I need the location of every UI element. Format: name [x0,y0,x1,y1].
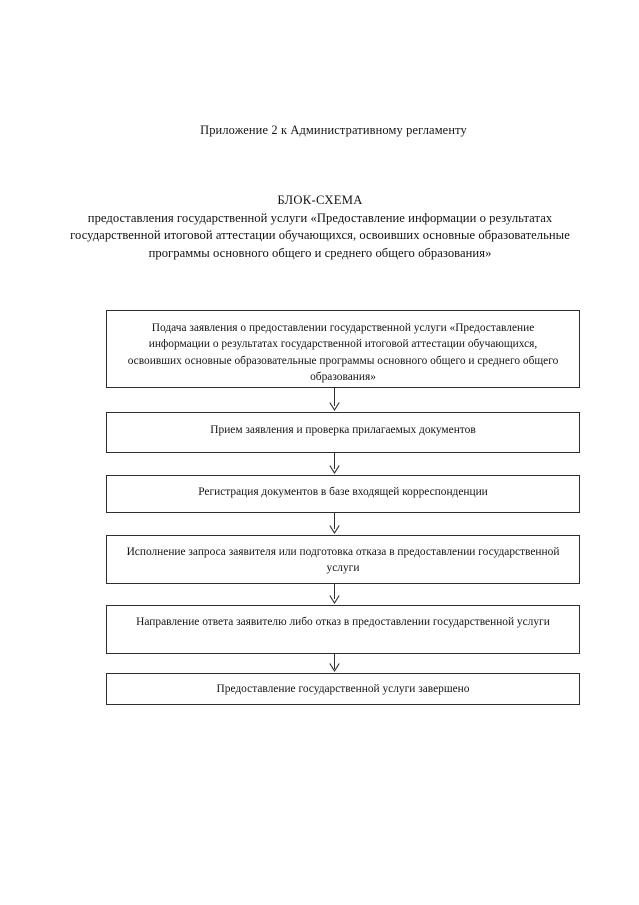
flowchart-node-5: Направление ответа заявителю либо отказ … [106,605,580,654]
flowchart-node-label: Предоставление государственной услуги за… [216,683,470,695]
flowchart-node-3: Регистрация документов в базе входящей к… [106,475,580,513]
flowchart-node-label: Прием заявления и проверка прилагаемых д… [210,424,476,436]
flowchart-node-label: Регистрация документов в базе входящей к… [198,486,488,498]
flowchart-node-1: Подача заявления о предоставлении госуда… [106,310,580,388]
flowchart-node-label: Подача заявления о предоставлении госуда… [127,322,559,384]
flowchart-connector-2 [334,453,335,469]
flowchart-node-6: Предоставление государственной услуги за… [106,673,580,705]
flowchart-node-label: Направление ответа заявителю либо отказ … [136,616,550,628]
flowchart-node-label: Исполнение запроса заявителя или подгото… [126,546,560,575]
page-title: БЛОК-СХЕМА [277,193,363,207]
page-subtitle: предоставления государственной услуги «П… [70,210,570,260]
arrow-down-icon [329,663,340,672]
flowchart-node-2: Прием заявления и проверка прилагаемых д… [106,412,580,453]
arrow-down-icon [329,465,340,474]
flowchart-connector-4 [334,584,335,599]
document-title: БЛОК-СХЕМА предоставления государственно… [68,192,572,262]
appendix-header-text: Приложение 2 к Административному регламе… [200,123,467,137]
flowchart-connector-5 [334,654,335,669]
arrow-down-icon [329,595,340,604]
arrow-down-icon [329,402,340,411]
flowchart-connector-3 [334,513,335,529]
flowchart-node-4: Исполнение запроса заявителя или подгото… [106,535,580,584]
arrow-down-icon [329,525,340,534]
flowchart-connector-1 [334,388,335,406]
appendix-header: Приложение 2 к Административному регламе… [0,122,639,138]
